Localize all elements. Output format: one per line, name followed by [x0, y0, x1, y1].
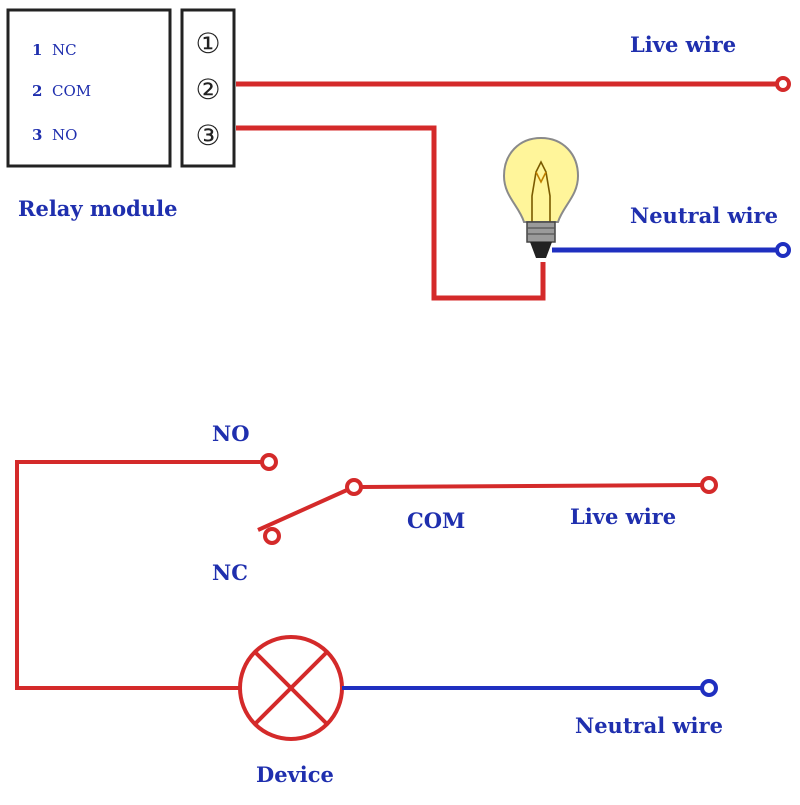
- terminal-3: ③: [195, 119, 220, 152]
- top-neutral-label: Neutral wire: [630, 203, 778, 228]
- no-label: NO: [212, 421, 250, 446]
- relay-module-title: Relay module: [18, 196, 177, 221]
- pin-1-name: NC: [52, 41, 77, 59]
- relay-module-box: [6, 8, 172, 168]
- light-bulb-icon: [502, 136, 580, 258]
- pin-1-number: 1: [32, 41, 42, 59]
- terminal-2: ②: [195, 73, 220, 106]
- com-contact-terminal: [345, 478, 363, 496]
- top-live-label: Live wire: [630, 32, 736, 57]
- switch-arm: [257, 488, 348, 532]
- bottom-live-terminal: [700, 476, 718, 494]
- bottom-no-wire: [15, 460, 262, 690]
- terminal-1: ①: [195, 27, 220, 60]
- top-live-terminal: [775, 76, 791, 92]
- pin-3-name: NO: [52, 126, 77, 144]
- pin-3-number: 3: [32, 126, 42, 144]
- bottom-live-wire: [360, 483, 703, 489]
- bottom-neutral-label: Neutral wire: [575, 713, 723, 738]
- terminal-block: [180, 8, 236, 168]
- pin-2-name: COM: [52, 82, 91, 100]
- no-contact-terminal: [260, 453, 278, 471]
- nc-contact-terminal: [263, 527, 281, 545]
- top-neutral-terminal: [775, 242, 791, 258]
- device-lamp-icon: [238, 635, 344, 741]
- com-label: COM: [407, 508, 465, 533]
- top-no-wire: [236, 125, 546, 301]
- bottom-live-label: Live wire: [570, 504, 676, 529]
- device-label: Device: [256, 762, 334, 787]
- nc-label: NC: [212, 560, 248, 585]
- bottom-neutral-terminal: [700, 679, 718, 697]
- pin-2-number: 2: [32, 82, 42, 100]
